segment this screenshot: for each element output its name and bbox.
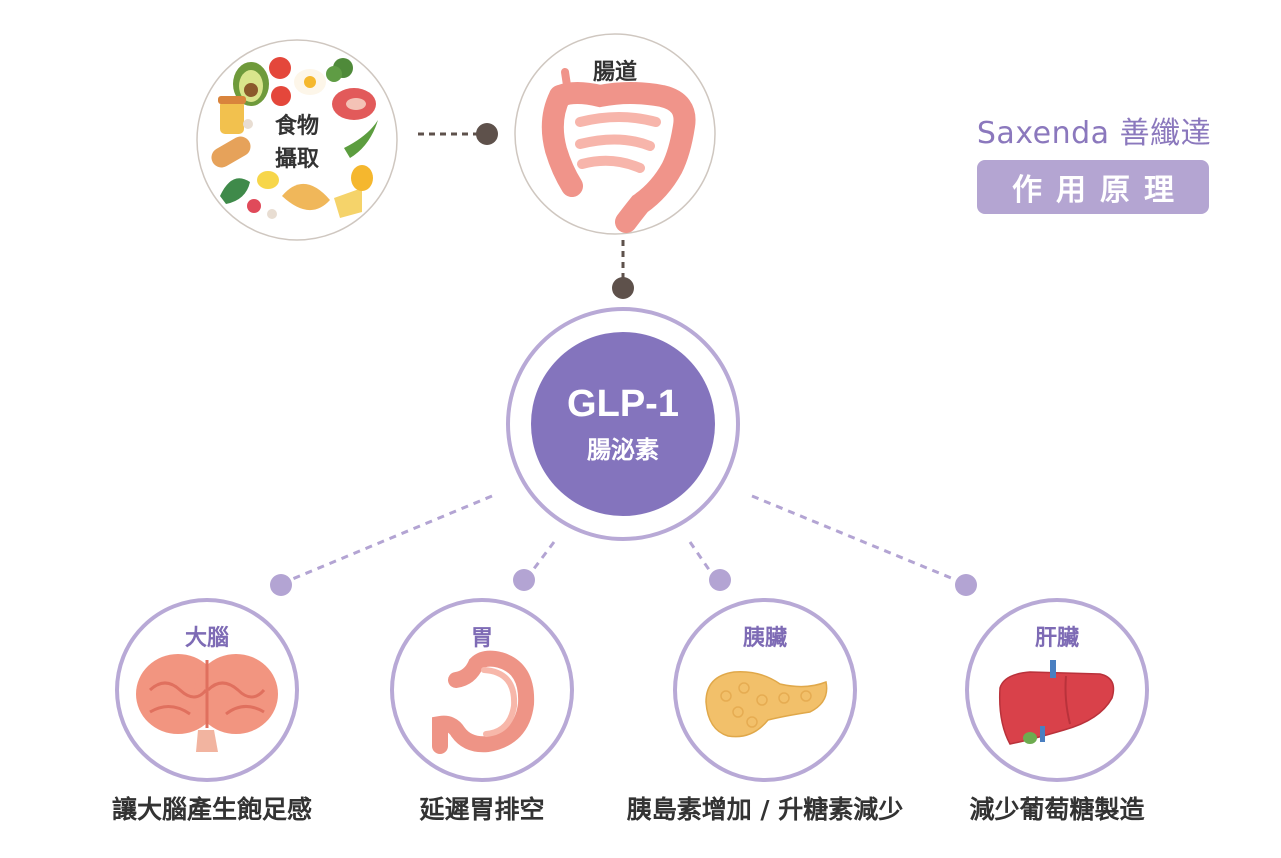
pancreas-connector-dot bbox=[709, 569, 731, 591]
brain-icon bbox=[136, 654, 278, 752]
effect-caption-brain: 讓大腦產生飽足感 bbox=[111, 795, 313, 824]
liver-icon bbox=[998, 660, 1115, 745]
pancreas-connector bbox=[688, 541, 714, 575]
organ-connector-dots bbox=[270, 569, 977, 596]
gut-connector-dot bbox=[612, 277, 634, 299]
food-label-line2: 攝取 bbox=[274, 147, 320, 172]
food-intake-label: 食物 攝取 bbox=[275, 110, 319, 176]
intestine-icon bbox=[541, 68, 696, 233]
stomach-connector bbox=[528, 541, 556, 575]
liver-connector bbox=[751, 494, 957, 582]
stomach-icon bbox=[432, 650, 535, 754]
organ-title-liver: 肝臟 bbox=[1034, 626, 1080, 651]
hormone-name: GLP-1 bbox=[567, 383, 679, 425]
effect-caption-stomach: 延遲胃排空 bbox=[419, 795, 545, 824]
food-connector-dot bbox=[476, 123, 498, 145]
effect-caption-pancreas: 胰島素增加 / 升糖素減少 bbox=[626, 795, 904, 824]
organ-connectors bbox=[289, 494, 957, 582]
liver-connector-dot bbox=[955, 574, 977, 596]
gut-node bbox=[514, 33, 716, 235]
food-collage-icon bbox=[211, 57, 378, 219]
hormone-subtitle: 腸泌素 bbox=[587, 436, 659, 464]
glp1-hub bbox=[506, 307, 740, 541]
effect-caption-liver: 減少葡萄糖製造 bbox=[969, 795, 1145, 824]
food-intake-node bbox=[196, 39, 398, 241]
organ-title-pancreas: 胰臟 bbox=[742, 626, 788, 651]
food-label-line1: 食物 bbox=[274, 114, 320, 139]
brain-connector-dot bbox=[270, 574, 292, 596]
brain-connector bbox=[289, 494, 493, 582]
organ-title-stomach: 胃 bbox=[470, 626, 494, 651]
gut-label: 腸道 bbox=[592, 60, 638, 85]
stomach-connector-dot bbox=[513, 569, 535, 591]
pancreas-icon bbox=[705, 671, 828, 738]
brand-title: Saxenda 善纖達 bbox=[976, 116, 1212, 151]
organ-title-brain: 大腦 bbox=[184, 626, 230, 651]
mechanism-badge: 作用原理 bbox=[977, 160, 1209, 214]
